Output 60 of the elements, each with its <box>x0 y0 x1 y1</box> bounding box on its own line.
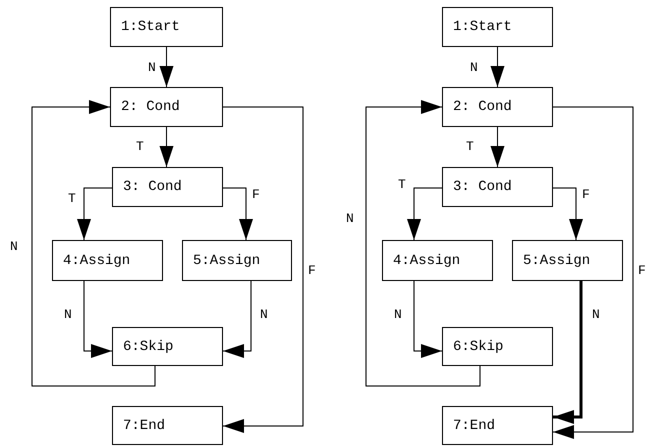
edge-label: N <box>346 212 354 226</box>
arrow <box>490 46 504 88</box>
arrow <box>407 188 442 240</box>
process-box <box>110 7 223 47</box>
arrow <box>84 280 112 358</box>
process-box <box>512 240 623 281</box>
process-box <box>110 87 223 127</box>
edge-label: F <box>638 264 646 278</box>
edge-label: N <box>394 308 402 322</box>
edge-label: N <box>470 61 478 75</box>
edge-label: N <box>592 308 600 322</box>
edge-label: N <box>148 61 156 75</box>
node-label: 6:Skip <box>453 338 504 354</box>
node-label: 3: Cond <box>123 179 182 195</box>
edge-label: T <box>68 192 76 206</box>
arrow <box>32 100 156 386</box>
process-box <box>442 327 553 366</box>
edge-label: N <box>64 308 72 322</box>
edge-label: T <box>398 178 406 192</box>
node-label: 3: Cond <box>453 179 512 195</box>
arrow <box>552 188 583 240</box>
node-label: 5:Assign <box>523 252 590 268</box>
edge-label: F <box>582 188 590 202</box>
arrow <box>414 280 442 358</box>
process-box <box>442 406 553 445</box>
node-label: 1:Start <box>453 19 512 35</box>
node-label: 2: Cond <box>121 99 180 115</box>
node-label: 7:End <box>453 418 496 434</box>
process-box <box>112 167 223 207</box>
node-label: 4:Assign <box>393 252 460 268</box>
node-label: 2: Cond <box>453 99 512 115</box>
arrow <box>490 126 504 168</box>
edge-label: N <box>260 308 268 322</box>
process-box <box>382 240 493 281</box>
node-label: 6:Skip <box>123 338 174 354</box>
arrow <box>77 188 112 240</box>
arrow <box>552 106 634 439</box>
process-box <box>112 406 223 445</box>
arrow <box>160 46 174 88</box>
edge-label: F <box>308 264 316 278</box>
arrow <box>222 106 304 433</box>
process-box <box>52 240 163 281</box>
node-label: 5:Assign <box>193 252 260 268</box>
process-box <box>112 327 223 366</box>
edge-label: N <box>10 240 18 254</box>
arrow <box>553 281 582 424</box>
arrow <box>366 100 480 386</box>
process-box <box>182 240 292 281</box>
node-label: 7:End <box>123 418 166 434</box>
arrow <box>222 188 253 240</box>
process-box <box>442 167 553 207</box>
edge-label: T <box>466 140 474 154</box>
process-box <box>442 87 553 127</box>
arrow <box>222 280 252 358</box>
node-label: 4:Assign <box>63 252 130 268</box>
edge-label: F <box>252 188 260 202</box>
arrow <box>160 126 174 168</box>
node-label: 1:Start <box>121 19 180 35</box>
process-box <box>442 7 553 47</box>
edge-label: T <box>136 140 144 154</box>
